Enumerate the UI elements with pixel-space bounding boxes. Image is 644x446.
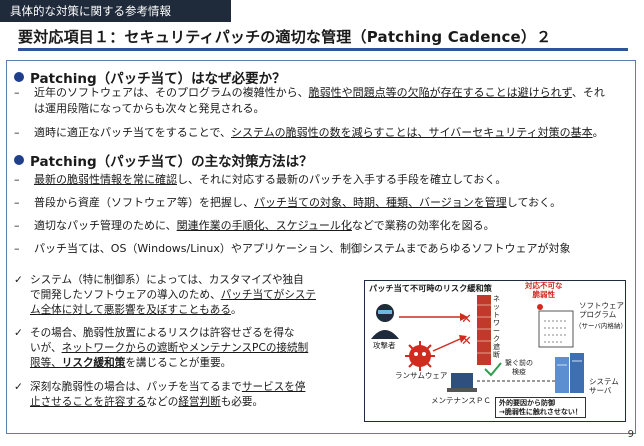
firewall-icon <box>477 295 491 365</box>
risk-mitigation-diagram: ✕ ✕ パッチ当て不可時のリスク緩和策 対応不可な 脆弱性 <box>364 280 627 422</box>
page-number: 9 <box>627 429 634 440</box>
section-tag: 具体的な対策に関する参考情報 <box>0 0 231 22</box>
system-server-label: システム サーバ <box>589 377 619 395</box>
content-frame <box>6 60 636 434</box>
system-server-icon <box>555 353 584 393</box>
diagram-canvas: ✕ ✕ <box>371 295 584 393</box>
software-sublabel: （サーバ内格納） <box>575 322 627 330</box>
quarantine-label: 繋ぐ前の 検疫 <box>505 359 533 376</box>
vuln-label: 対応不可な 脆弱性 <box>525 281 563 299</box>
check-item-service-stop: ✓深刻な脆弱性の場合は、パッチを当てるまでサービスを停 止させることを許容するな… <box>14 381 306 408</box>
page-title: 要対応項目１：セキュリティパッチの適切な管理（Patching Cadence）… <box>18 28 552 46</box>
check-icon <box>484 362 502 377</box>
cross-mark-icon: ✕ ✕ <box>461 312 472 349</box>
checkmark-icon: ✓ <box>14 274 23 286</box>
vulnerability-marker-icon <box>537 304 543 310</box>
bullet-software-defects: –近年のソフトウェアは、そのプログラムの複雑性から、脆弱性や問題点等の欠陥が存在… <box>14 86 605 115</box>
checkmark-icon: ✓ <box>14 381 23 393</box>
network-block-label: ネットワーク遮断 <box>493 295 500 359</box>
blocked-attack-arrows <box>399 313 468 352</box>
svg-text:✕: ✕ <box>461 334 472 349</box>
software-label: ソフトウェア プログラム <box>579 301 624 319</box>
checkmark-icon: ✓ <box>14 327 23 339</box>
section1-heading: Patching（パッチ当て）はなぜ必要か？ <box>14 67 286 87</box>
attacker-label: 攻撃者 <box>373 341 396 350</box>
diagram-title: パッチ当て不可時のリスク緩和策 <box>369 283 492 293</box>
bullet-patching-basic: –適時に適正なパッチ当てをすることで、システムの脆弱性の数を減らすことは、サイバ… <box>14 126 604 139</box>
bullet-all-software-target: –パッチ当ては、OS（Windows/Linux）やアプリケーション、制御システ… <box>14 242 571 255</box>
check-item-custom-software: ✓システム（特に制御系）によっては、カスタマイズや独自 で開発したソフトウェアの… <box>14 274 317 316</box>
bullet-procedure-schedule: –適切なパッチ管理のために、関連作業の手順化、スケジュール化などで業務の効率化を… <box>14 219 495 232</box>
ransomware-label: ランサムウェア <box>395 371 448 380</box>
svg-text:✕: ✕ <box>461 312 472 327</box>
title-underline <box>18 48 628 51</box>
bullet-asset-management: –普段から資産（ソフトウェア等）を把握し、パッチ当ての対象、時期、種類、バージョ… <box>14 196 562 209</box>
software-program-icon <box>538 310 574 348</box>
maintenance-pc-icon <box>447 373 477 392</box>
check-item-risk-mitigation: ✓その場合、脆弱性放置によるリスクは許容せざるを得な いが、ネットワークからの遮… <box>14 327 309 369</box>
section2-heading: Patching（パッチ当て）の主な対策方法は？ <box>14 150 313 170</box>
defense-note: 外的要因から防御→脆弱性に触れさせない！ <box>495 397 586 418</box>
bullet-dot-icon <box>14 155 24 165</box>
attacker-icon <box>371 304 399 339</box>
bullet-latest-vuln-info: –最新の脆弱性情報を常に確認し、それに対応する最新のパッチを入手する手段を確立し… <box>14 173 507 186</box>
ransomware-virus-icon <box>405 341 435 371</box>
maintenance-pc-label: メンテナンスＰＣ <box>431 396 491 405</box>
bullet-dot-icon <box>14 72 24 82</box>
